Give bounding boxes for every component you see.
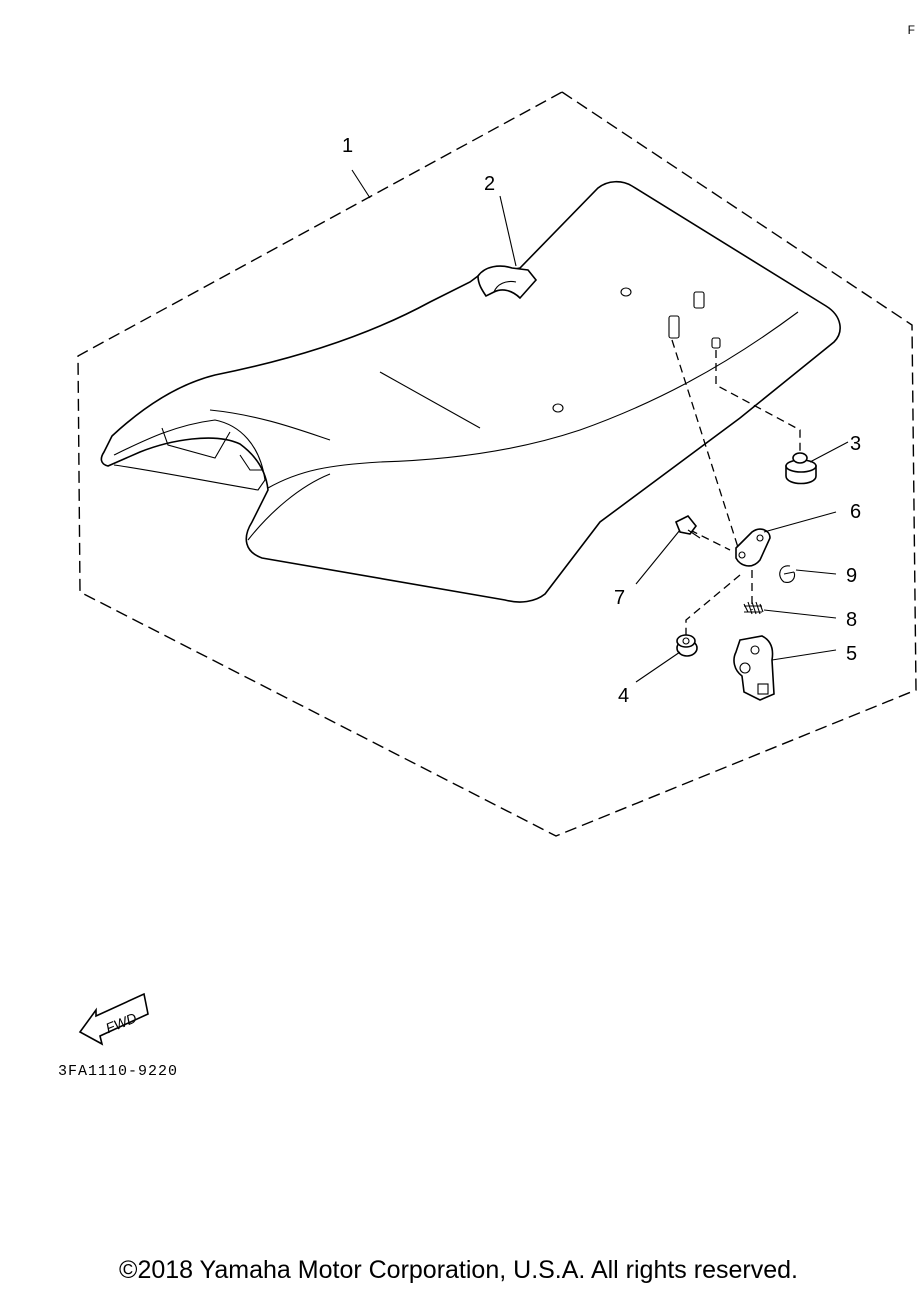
parts-diagram: 1 2 3 4 5 6 7 8 9 FWD (77, 91, 917, 1046)
copyright-notice: ©2018 Yamaha Motor Corporation, U.S.A. A… (119, 1256, 798, 1284)
callout-3: 3 (850, 433, 861, 455)
damper-part-3 (785, 452, 817, 485)
lock-part-5 (733, 635, 775, 701)
callout-5: 5 (846, 643, 857, 665)
corner-mark: F (907, 23, 915, 37)
fwd-label: FWD (103, 1009, 139, 1036)
callout-1: 1 (342, 135, 353, 157)
bracket-part-6 (735, 528, 771, 567)
callout-2: 2 (484, 173, 495, 195)
callout-9: 9 (846, 565, 857, 587)
forward-arrow-icon: FWD (78, 992, 149, 1046)
callout-6: 6 (850, 501, 861, 523)
screw-part-7 (674, 514, 701, 539)
nut-part-4 (676, 634, 698, 657)
clip-part-9 (779, 565, 796, 583)
diagram-code: 3FA1110-9220 (58, 1063, 179, 1080)
assembly-boundary (77, 91, 917, 837)
callout-4: 4 (618, 685, 629, 707)
spring-part-8 (743, 601, 764, 615)
callout-8: 8 (846, 609, 857, 631)
seat (100, 180, 841, 603)
callout-7: 7 (614, 587, 625, 609)
